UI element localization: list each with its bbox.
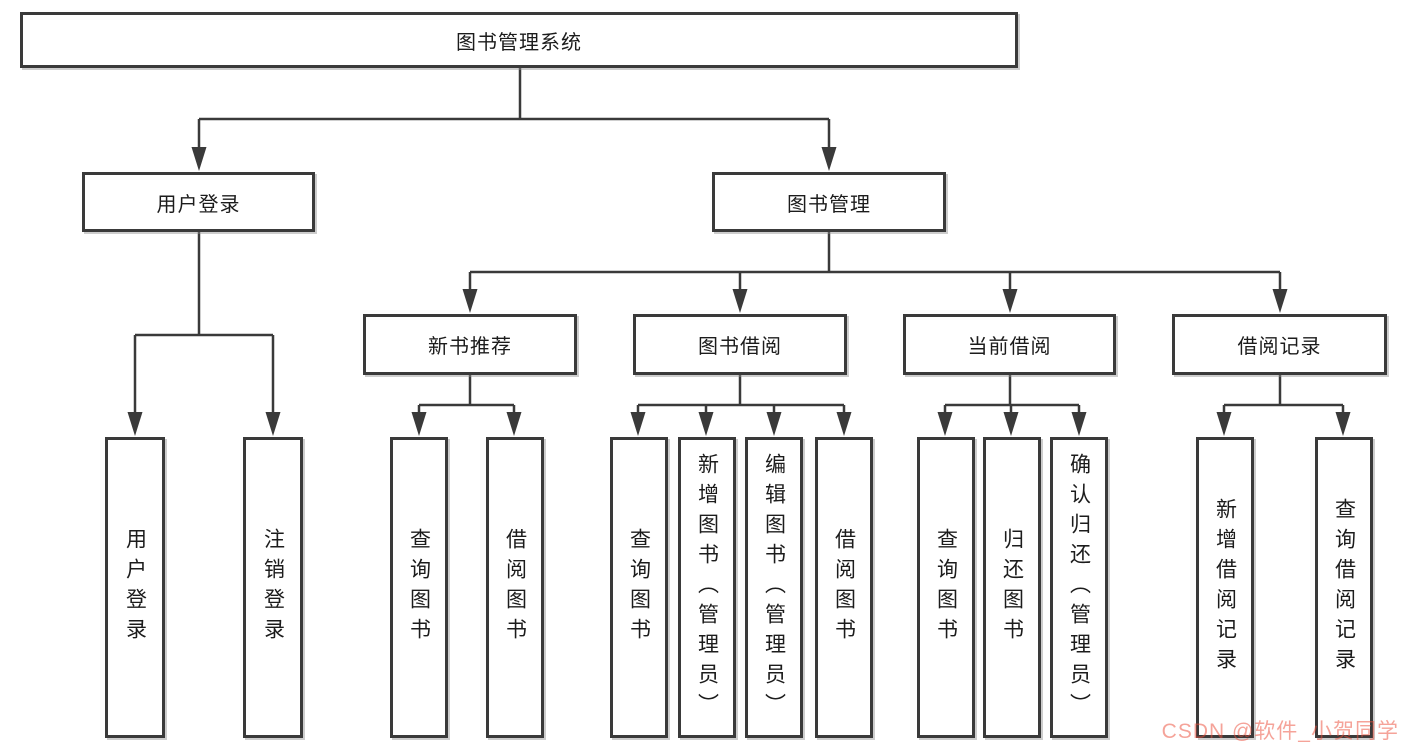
leaf-add-books-admin-label: 新增图书（管理员） [695, 452, 719, 723]
leaf-add-borrow-record: 新增借阅记录 [1196, 437, 1254, 738]
node-new-book-recommend: 新书推荐 [363, 314, 577, 375]
node-book-management: 图书管理 [712, 172, 946, 232]
leaf-borrow-books-2: 借阅图书 [815, 437, 873, 738]
leaf-user-login: 用户登录 [105, 437, 165, 738]
leaf-borrow-books-2-label: 借阅图书 [832, 527, 856, 648]
node-root: 图书管理系统 [20, 12, 1018, 68]
node-book-borrow: 图书借阅 [633, 314, 847, 375]
leaf-add-borrow-record-label: 新增借阅记录 [1213, 497, 1237, 678]
leaf-query-books-2-label: 查询图书 [627, 527, 651, 648]
leaf-query-books-1-label: 查询图书 [407, 527, 431, 648]
leaf-query-books-3: 查询图书 [917, 437, 975, 738]
leaf-user-login-label: 用户登录 [123, 527, 147, 648]
leaf-return-books: 归还图书 [983, 437, 1041, 738]
leaf-confirm-return-admin: 确认归还（管理员） [1050, 437, 1108, 738]
node-borrow-records-label: 借阅记录 [1237, 336, 1322, 358]
node-user-login: 用户登录 [82, 172, 315, 232]
leaf-logout-label: 注销登录 [261, 527, 285, 648]
leaf-query-books-1: 查询图书 [390, 437, 448, 738]
node-book-management-label: 图书管理 [787, 193, 871, 216]
leaf-logout: 注销登录 [243, 437, 303, 738]
node-new-book-recommend-label: 新书推荐 [428, 336, 512, 358]
leaf-borrow-books-1: 借阅图书 [486, 437, 544, 738]
node-current-borrow-label: 当前借阅 [967, 336, 1052, 358]
node-book-borrow-label: 图书借阅 [698, 336, 782, 358]
watermark: CSDN @软件_小贺同学 [1161, 720, 1399, 743]
node-user-login-label: 用户登录 [156, 193, 241, 216]
leaf-add-books-admin: 新增图书（管理员） [678, 437, 736, 738]
leaf-return-books-label: 归还图书 [1000, 527, 1024, 648]
node-root-label: 图书管理系统 [456, 31, 582, 54]
leaf-borrow-books-1-label: 借阅图书 [503, 527, 527, 648]
leaf-query-books-2: 查询图书 [610, 437, 668, 738]
leaf-query-borrow-record-label: 查询借阅记录 [1332, 497, 1356, 678]
leaf-edit-books-admin: 编辑图书（管理员） [745, 437, 803, 738]
node-current-borrow: 当前借阅 [903, 314, 1116, 375]
leaf-query-borrow-record: 查询借阅记录 [1315, 437, 1373, 738]
node-borrow-records: 借阅记录 [1172, 314, 1387, 375]
leaf-edit-books-admin-label: 编辑图书（管理员） [762, 452, 786, 723]
leaf-query-books-3-label: 查询图书 [934, 527, 958, 648]
leaf-confirm-return-admin-label: 确认归还（管理员） [1067, 452, 1091, 723]
